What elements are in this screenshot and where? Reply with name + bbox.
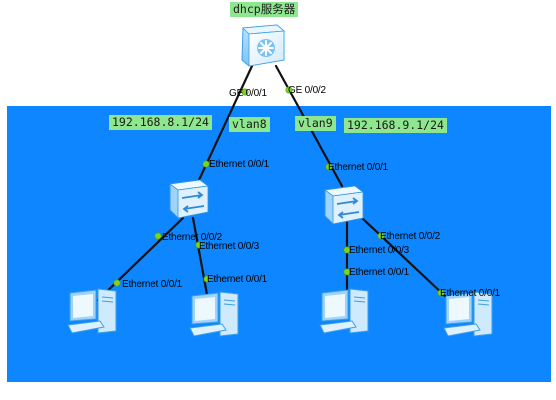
switch2-port-a: Ethernet 0/0/3 (349, 245, 410, 256)
pc1-port: Ethernet 0/0/1 (122, 279, 183, 290)
switch-icon[interactable] (166, 176, 212, 220)
switch1-uplink-port: Ethernet 0/0/1 (209, 159, 270, 170)
pc3-port: Ethernet 0/0/1 (349, 267, 410, 278)
pc2-port: Ethernet 0/0/1 (207, 274, 268, 285)
port-dot (202, 160, 210, 168)
switch1-port-a: Ethernet 0/0/2 (162, 232, 223, 243)
port-dot (437, 289, 445, 297)
vlan8-name-label: vlan8 (229, 117, 270, 132)
vlan9-ip-label: 192.168.9.1/24 (344, 118, 447, 133)
pc-icon[interactable] (64, 287, 124, 337)
server-port-left: GE 0/0/1 (229, 88, 267, 99)
port-dot (377, 232, 385, 240)
pc-icon[interactable] (316, 287, 376, 337)
switch2-uplink-port: Ethernet 0/0/1 (328, 162, 389, 173)
switch1-port-b: Ethernet 0/0/3 (199, 241, 260, 252)
link-server-switch1 (197, 64, 254, 182)
switch-icon[interactable] (321, 182, 367, 226)
port-dot (195, 241, 203, 249)
router-switch-icon[interactable] (237, 22, 287, 70)
vlan8-ip-label: 192.168.8.1/24 (109, 115, 212, 130)
pc-icon[interactable] (186, 290, 246, 340)
link-switch1-pc1 (96, 216, 185, 302)
port-dot (241, 88, 249, 96)
server-port-right: GE 0/0/2 (288, 85, 326, 96)
port-dot (203, 275, 211, 283)
link-switch2-pc4 (360, 216, 447, 298)
switch2-port-b: Ethernet 0/0/2 (380, 231, 441, 242)
server-label: dhcp服务器 (230, 2, 299, 17)
port-dot (285, 86, 293, 94)
port-dot (343, 246, 351, 254)
pc-icon[interactable] (440, 290, 500, 340)
vlan9-name-label: vlan9 (295, 116, 336, 131)
port-dot (154, 232, 162, 240)
port-dot (325, 163, 333, 171)
link-switch1-pc2 (191, 216, 210, 302)
vlan-area-background (7, 106, 551, 382)
port-dot (113, 279, 121, 287)
pc4-port: Ethernet 0/0/1 (440, 288, 501, 299)
port-dot (343, 268, 351, 276)
